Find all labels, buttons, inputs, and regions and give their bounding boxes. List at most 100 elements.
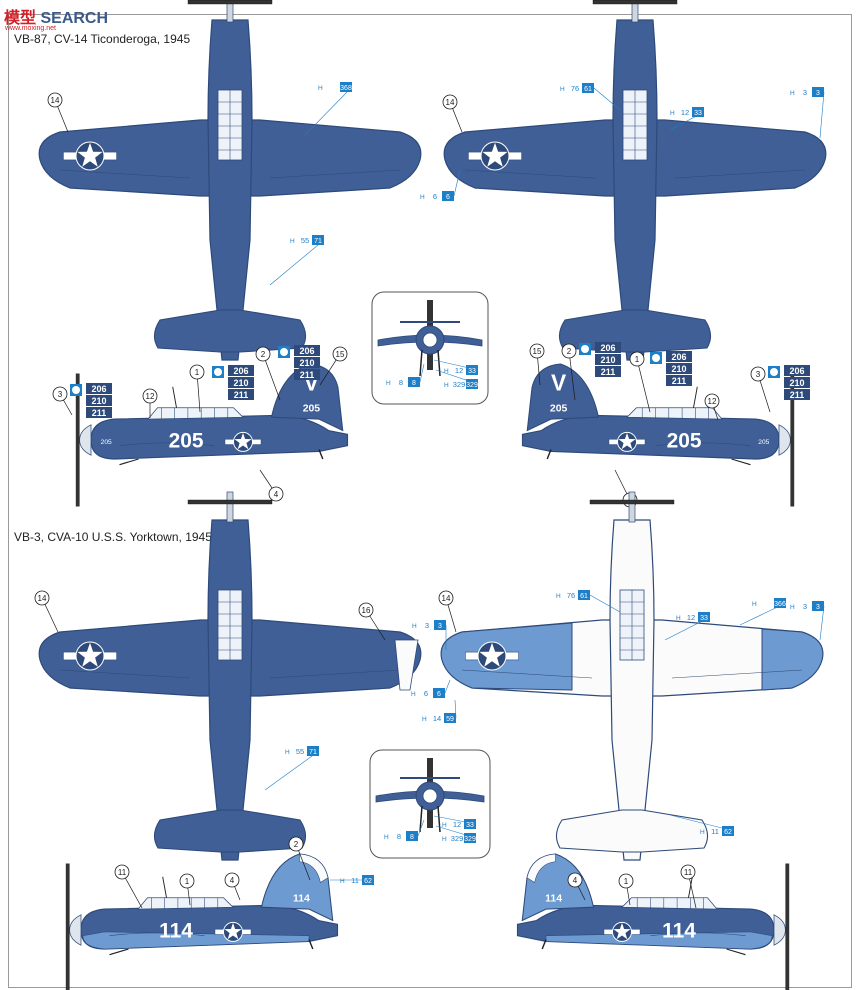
scheme2-callout-14a-circle xyxy=(34,590,50,606)
scheme1-paint-368-prefix: H xyxy=(318,85,323,92)
scheme2-top-right-insignia-star xyxy=(479,642,505,667)
scheme1-side-right-tailwheel xyxy=(546,449,552,460)
scheme2-side-callout-11r-label: 11 xyxy=(684,868,693,877)
scheme2-side-right-canopy xyxy=(621,897,718,910)
scheme1-paint-33-num: 12 xyxy=(681,108,689,117)
scheme1-side-right-number-group: 205 xyxy=(667,430,702,453)
scheme2-side-left-tailwheel xyxy=(308,939,314,950)
scheme1-side-right-insignia-star xyxy=(618,432,636,450)
scheme1-front-inset-spinner xyxy=(422,332,438,348)
scheme2-front-inset-paint-b-box xyxy=(464,819,476,829)
scheme1-decal-c-num: 211 xyxy=(300,370,315,380)
scheme1-top-left-fuselage xyxy=(207,19,253,361)
scheme1-side-right-exhaust xyxy=(731,458,751,466)
scheme1-side-callout-12r-label: 12 xyxy=(708,397,717,406)
scheme2-side-left-antenna xyxy=(162,876,167,898)
scheme1-side-callout-2-leader xyxy=(262,353,281,401)
scheme1-decal-d-num-bg xyxy=(595,366,621,377)
scheme2-paint-59-box xyxy=(444,713,456,723)
scheme2-callout-14b-label: 14 xyxy=(442,594,451,603)
scheme1-paint-33-box xyxy=(692,107,704,117)
sheet-frame xyxy=(8,14,852,988)
scheme1-front-inset-paint-c-box xyxy=(466,379,478,389)
scheme1-paint-71-top-prefix: H xyxy=(290,238,295,245)
scheme1-side-callout-2r-circle xyxy=(561,343,577,359)
scheme2-side-left-insignia-group xyxy=(214,921,252,942)
scheme2-front-inset xyxy=(369,749,491,859)
scheme1-side-callout-1r-leader xyxy=(636,358,651,413)
scheme1-side-callout-2: 2 xyxy=(255,346,281,401)
scheme2-side-left-number-group: 114 xyxy=(159,920,193,943)
scheme1-side-callout-3-label: 3 xyxy=(58,390,63,399)
scheme1-callout-14b-label: 14 xyxy=(446,98,455,107)
scheme2-paint-6-num: 6 xyxy=(424,689,428,698)
scheme2-callout-14a-label: 14 xyxy=(38,594,47,603)
scheme2-side-right-insignia-group xyxy=(603,921,641,942)
scheme2-callout-14a: 14 xyxy=(34,590,59,633)
scheme2-paint-3b-leader xyxy=(819,605,825,641)
scheme2-top-right-fuselage xyxy=(609,519,655,861)
scheme1-side-callout-3: 3 xyxy=(52,386,73,416)
watermark-en: SEARCH xyxy=(40,10,109,27)
scheme1-top-right-insignia-star xyxy=(482,142,508,167)
scheme2-top-right-tailplane xyxy=(555,809,709,853)
scheme2-paint-3-box xyxy=(434,620,446,630)
scheme2-paint-366-prefix: H xyxy=(752,601,757,608)
scheme1-decal-a-num: 211 xyxy=(92,408,107,418)
scheme2-side-left-exhaust xyxy=(109,948,129,956)
scheme1-front-inset-paint-c-prefix: H xyxy=(444,382,449,389)
scheme1-side-right-nose-number: 205 xyxy=(758,439,769,446)
scheme2-side-callout-4r-label: 4 xyxy=(573,876,578,885)
scheme1-side-callout-1r-circle xyxy=(629,351,645,367)
scheme2-side-left-fuselage-number: 114 xyxy=(159,920,193,943)
scheme2-paint-3-code: 3 xyxy=(438,623,442,630)
scheme2-side-right-tailwheel xyxy=(541,939,547,950)
scheme1-paint-3-code: 3 xyxy=(816,90,820,97)
scheme1-side-left-panel xyxy=(119,442,215,446)
scheme1-decal-c-num-bg xyxy=(294,345,320,356)
scheme2-paint-33-prefix: H xyxy=(676,615,681,622)
scheme1-side-left-insignia-star xyxy=(234,432,252,450)
scheme2-side-callout-4: 4 xyxy=(224,872,241,901)
scheme1-side-left-antenna xyxy=(172,386,177,408)
scheme2-side-callout-11-circle xyxy=(114,864,130,880)
scheme2-side-right-underside xyxy=(545,931,773,950)
scheme1-paint-61-num: 76 xyxy=(571,84,579,93)
scheme1-side-right-panel xyxy=(655,442,751,446)
scheme-1-title: VB-87, CV-14 Ticonderoga, 1945 xyxy=(14,32,191,46)
scheme1-side-callout-3r: 3 xyxy=(750,366,771,413)
scheme2-side-left-fin-tip xyxy=(299,853,329,883)
scheme1-front-inset-paint-b-code: 33 xyxy=(468,368,476,375)
scheme2-paint-33-box xyxy=(698,612,710,622)
scheme2-side-callout-1r: 1 xyxy=(618,873,634,906)
scheme1-decal-d-num: 211 xyxy=(601,367,616,377)
scheme2-paint-62-num: 11 xyxy=(711,827,719,836)
scheme2-paint-3b-prefix: H xyxy=(790,604,795,611)
scheme1-decal-d-num: 206 xyxy=(600,343,615,353)
scheme1-front-inset-paint-a-code: 8 xyxy=(412,380,416,387)
watermark-url: www.moxing.net xyxy=(5,25,56,32)
scheme2-wingtip-white xyxy=(394,639,419,691)
scheme1-paint-61-leader xyxy=(593,87,621,111)
scheme1-side-callout-15r-label: 15 xyxy=(533,347,542,356)
scheme1-top-right-propeller xyxy=(592,0,678,5)
scheme1-paint-368-code: 368 xyxy=(340,85,352,92)
scheme1-decal-e-num: 206 xyxy=(671,352,686,362)
scheme2-side-left-propeller xyxy=(65,863,70,990)
scheme1-top-right-spinner xyxy=(631,0,639,23)
scheme2-paint-59-prefix: H xyxy=(422,716,427,723)
scheme2-top-right-panel-lines xyxy=(461,669,803,679)
scheme1-side-right-canopy xyxy=(626,407,723,420)
scheme2-front-inset-paint-a-num: 8 xyxy=(397,832,401,841)
scheme1-front-inset-paint-c-num: 329 xyxy=(453,380,466,389)
